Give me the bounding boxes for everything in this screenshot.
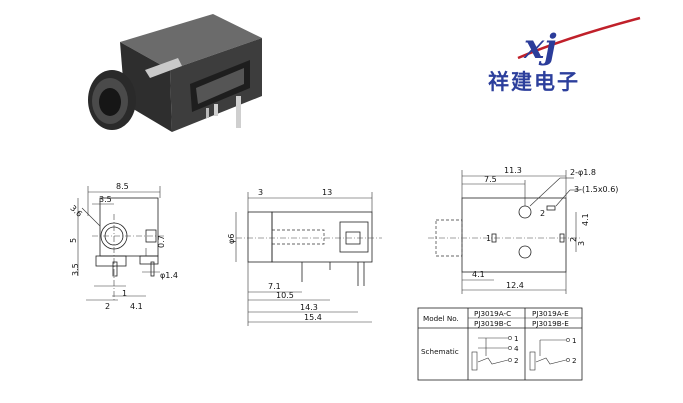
bottom-dim-hole-pos: 7.5 bbox=[484, 175, 497, 184]
front-dim-pin-span: 4.1 bbox=[130, 302, 143, 311]
side-dim-diameter: φ6 bbox=[227, 234, 236, 244]
bottom-pin-label-3: 3 bbox=[577, 241, 586, 246]
front-dim-pin-height: 3.5 bbox=[71, 263, 80, 276]
front-dim-pin-left: 2 bbox=[105, 302, 110, 311]
model-a-e: PJ3019A-E bbox=[532, 309, 569, 318]
front-dim-pin-gap: 1 bbox=[122, 289, 127, 298]
front-dim-width: 8.5 bbox=[116, 182, 129, 191]
side-dim-pin2: 10.5 bbox=[276, 291, 294, 300]
table-header-schematic: Schematic bbox=[421, 347, 459, 356]
bottom-pin-label-2: 2 bbox=[540, 209, 545, 218]
schematic-e: 1 2 bbox=[529, 336, 577, 371]
bottom-dim-holes: 2-φ1.8 bbox=[570, 168, 596, 177]
bottom-view: 11.3 7.5 2-φ1.8 3-(1.5x0.6) 2 1 4.1 2 3 … bbox=[428, 166, 618, 294]
bottom-pin-label-2b: 2 bbox=[569, 237, 578, 242]
logo-mark: xj bbox=[523, 27, 557, 67]
product-photo bbox=[88, 14, 262, 132]
front-dim-height: 5 bbox=[69, 238, 78, 243]
side-dim-body: 13 bbox=[322, 188, 332, 197]
schematic-e-pin-1: 1 bbox=[572, 336, 577, 345]
side-dim-flange: 3 bbox=[258, 188, 263, 197]
bottom-dim-length: 12.4 bbox=[506, 281, 524, 290]
schematic-c-pin-2: 2 bbox=[514, 356, 519, 365]
side-dim-total: 15.4 bbox=[304, 313, 322, 322]
front-dim-offset: 3.5 bbox=[99, 195, 112, 204]
logo-swoosh bbox=[517, 16, 641, 60]
bottom-dim-vertical: 4.1 bbox=[581, 213, 590, 226]
side-dim-pin1: 7.1 bbox=[268, 282, 281, 291]
front-view: 8.5 3.5 5 3.6 0.7 3.5 φ1.4 1 2 4.1 bbox=[68, 182, 178, 311]
table-header-model: Model No. bbox=[423, 314, 459, 323]
schematic-c: 1 4 2 bbox=[471, 334, 519, 371]
model-a-c: PJ3019A-C bbox=[474, 309, 511, 318]
model-b-c: PJ3019B-C bbox=[474, 319, 511, 328]
schematic-c-pin-4: 4 bbox=[514, 344, 519, 353]
bottom-pin-label-1: 1 bbox=[486, 234, 491, 243]
model-b-e: PJ3019B-E bbox=[532, 319, 569, 328]
schematic-e-pin-2: 2 bbox=[572, 356, 577, 365]
bottom-dim-width: 11.3 bbox=[504, 166, 522, 175]
front-dim-pin-dia: φ1.4 bbox=[160, 271, 178, 280]
schematic-c-pin-1: 1 bbox=[514, 334, 519, 343]
bottom-dim-pin-offset: 4.1 bbox=[472, 270, 485, 279]
bottom-dim-slots: 3-(1.5x0.6) bbox=[574, 185, 618, 194]
side-dim-pin3: 14.3 bbox=[300, 303, 318, 312]
model-table: Model No. PJ3019A-C PJ3019A-E PJ3019B-C … bbox=[417, 307, 583, 381]
front-dim-radius: 3.6 bbox=[68, 204, 83, 219]
side-view: 3 13 φ6 7.1 10.5 14.3 15.4 bbox=[227, 188, 382, 326]
logo-company-name: 祥建电子 bbox=[488, 69, 580, 94]
front-dim-slot: 0.7 bbox=[157, 235, 166, 248]
company-logo: xj 祥建电子 bbox=[488, 16, 641, 94]
